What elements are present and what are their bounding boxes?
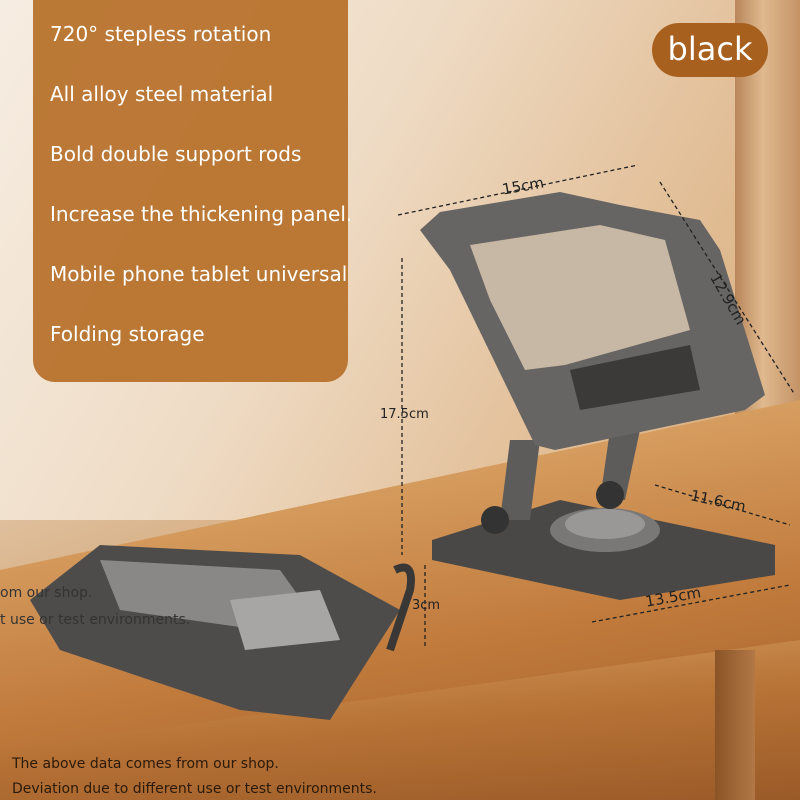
feature-item: All alloy steel material — [50, 82, 274, 106]
faded-note: om our shop. — [0, 585, 93, 601]
dimension-height: 17.5cm — [380, 407, 429, 422]
feature-item: 720° stepless rotation — [50, 22, 272, 46]
support-rod — [500, 440, 540, 520]
feature-item: Mobile phone tablet universal — [50, 262, 348, 286]
feature-item: Increase the thickening panel. — [50, 202, 353, 226]
dimension-folded-height: 3cm — [412, 598, 441, 613]
feature-item: Folding storage — [50, 322, 205, 346]
color-badge: black — [652, 23, 768, 77]
faded-note: t use or test environments. — [0, 612, 191, 628]
disclaimer-line: The above data comes from our shop. — [12, 756, 279, 772]
dimension-lines — [397, 164, 796, 648]
feature-item: Bold double support rods — [50, 142, 302, 166]
feature-panel — [33, 0, 348, 382]
disclaimer-line: Deviation due to different use or test e… — [12, 781, 377, 797]
table-leg — [715, 650, 755, 800]
